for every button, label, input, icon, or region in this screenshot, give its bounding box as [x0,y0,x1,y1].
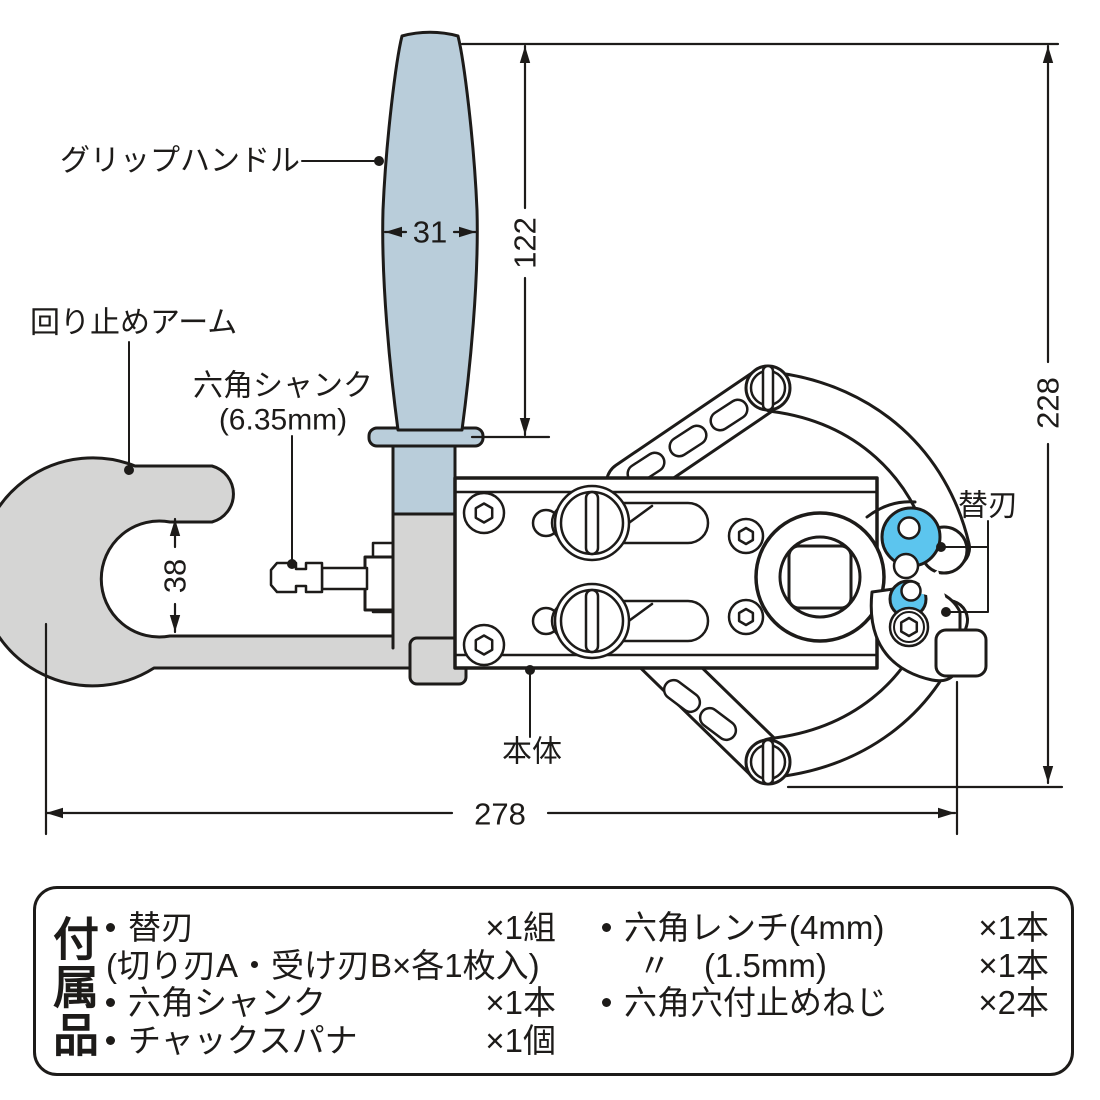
accessory-qty: ×1本 [485,984,556,1021]
jaw-hex-screw [888,606,930,648]
hex-shank-bit [269,561,324,594]
bullet-icon [602,998,611,1008]
main-body [453,476,886,670]
bullet-icon [602,923,611,933]
dim-38: 38 [158,559,193,593]
accessory-qty: ×1本 [978,946,1049,984]
accessory-qty: ×1組 [485,909,556,946]
label-body: 本体 [502,736,562,769]
accessory-item-ditto: 〃 (1.5mm) ×1本 [638,946,1049,984]
label-grip-handle: グリップハンドル [60,145,300,178]
accessory-item: 六角穴付止めねじ ×2本 [602,984,1049,1022]
lower-arm-slot [662,678,702,714]
accessory-item-note: (切り刃A・受け刃B×各1枚入) [106,946,540,984]
dim-31: 31 [413,215,447,250]
dimensions [44,42,1064,836]
accessory-qty: ×1個 [485,1021,556,1059]
square-drive-ring [754,511,886,643]
accessory-item: チャックスパナ ×1個 [106,1022,556,1060]
upper-arm-slot [709,398,749,432]
hex-socket-screw [462,491,765,667]
neck [391,442,457,516]
accessory-item: 六角シャンク ×1本 [106,984,556,1022]
jaw-tab [934,628,988,678]
dimension-texts: 122 31 228 38 278 [158,215,1066,832]
chuck-assembly [269,541,395,614]
dim-122: 122 [508,217,543,269]
accessory-qty: ×1本 [978,909,1049,946]
accessories-left-column: 替刃 ×1組 (切り刃A・受け刃B×各1枚入) 六角シャンク ×1本 チャックス… [106,909,556,1059]
bit-shaft [320,566,369,591]
accessories-list: 替刃 ×1組 (切り刃A・受け刃B×各1枚入) 六角シャンク ×1本 チャックス… [106,909,1049,1059]
dim-228: 228 [1031,377,1066,429]
column [391,511,457,650]
accessory-item: 六角レンチ(4mm) ×1本 [602,909,1049,947]
blade-hole [897,516,921,540]
lower-arm-slot [698,706,738,742]
cam-screw-bottom [531,582,710,660]
cam-screw-top [531,484,710,562]
tool-diagram: 122 31 228 38 278 グリップハンドル 回り止めアーム 六角シャン… [0,30,1066,836]
label-replacement-blade: 替刃 [958,490,1018,523]
bullet-icon [106,998,115,1008]
dim-278: 278 [474,797,526,832]
linkage-arms [605,364,971,786]
accessories-title: 付属品 [47,915,99,1059]
jaw-assembly [865,500,988,683]
callouts: グリップハンドル 回り止めアーム 六角シャンク (6.35mm) 本体 替刃 [30,145,1018,769]
handle-assembly [367,30,485,686]
accessories-right-column: 六角レンチ(4mm) ×1本 〃 (1.5mm) ×1本 六角穴付止めねじ ×2… [602,909,1049,1059]
grip-handle [381,30,479,432]
accessory-item: 替刃 ×1組 [106,909,556,947]
upper-arm-slot [668,424,708,458]
label-hex-shank-size: (6.35mm) [219,404,347,437]
pivot-screw-bottom [744,738,792,786]
blade-notch [892,552,920,580]
label-rotation-stop-arm: 回り止めアーム [30,307,237,340]
label-hex-shank: 六角シャンク [193,370,373,403]
accessory-qty: ×2本 [978,984,1049,1021]
bullet-icon [106,923,115,933]
pivot-screw-top [744,364,792,412]
bullet-icon [106,1035,115,1045]
accessories-panel: 付属品 替刃 ×1組 (切り刃A・受け刃B×各1枚入) 六角シャンク ×1本 チ… [33,886,1074,1076]
blade-retainer-arc [865,500,917,519]
